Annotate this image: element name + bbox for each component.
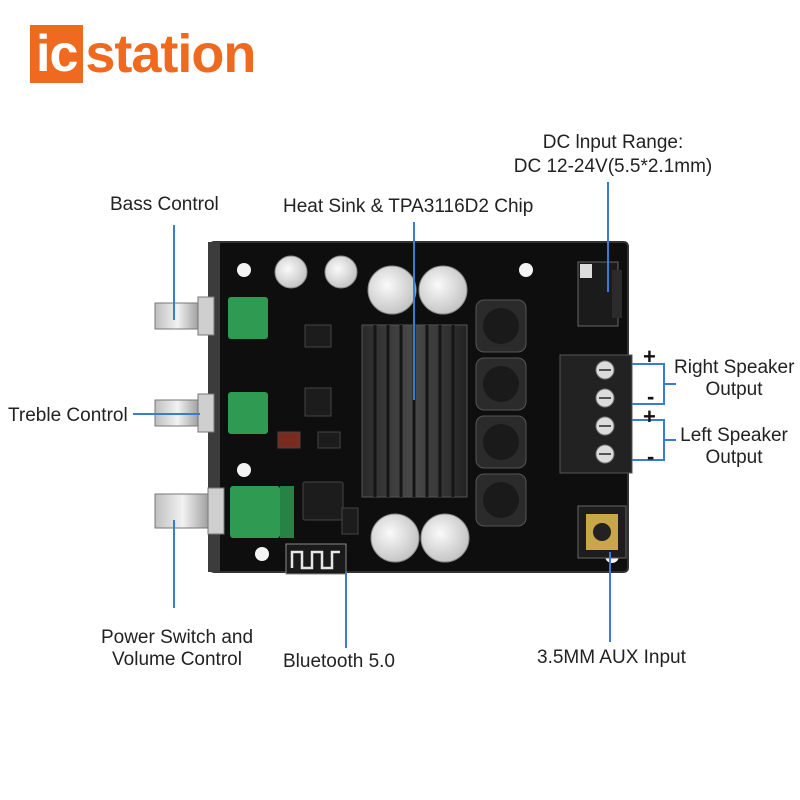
- power-line1: Power Switch and: [100, 627, 254, 648]
- bass-control-label: Bass Control: [110, 194, 219, 215]
- right-plus-sign: +: [643, 344, 656, 369]
- large-capacitors: [367, 265, 470, 563]
- inductors: [475, 299, 527, 527]
- right-minus-sign: -: [647, 384, 655, 409]
- small-components: [277, 324, 359, 535]
- logo-box: ic: [30, 25, 84, 83]
- knob-bass: [154, 296, 215, 336]
- logo-text: station: [85, 24, 256, 84]
- aux-input-label: 3.5MM AUX Input: [537, 647, 686, 668]
- pot-bass: [228, 297, 268, 339]
- right-speaker-label: Right Speaker Output: [674, 357, 794, 401]
- dc-input-label: DC lnput Range: DC 12-24V(5.5*2.1mm): [488, 132, 738, 178]
- small-capacitors: [274, 255, 358, 289]
- dc-input-line1: DC lnput Range:: [542, 132, 684, 153]
- power-line2: Volume Control: [112, 649, 242, 670]
- aux-jack: [577, 505, 627, 559]
- pot-treble: [228, 392, 268, 434]
- bluetooth-module: [285, 543, 347, 575]
- speaker-terminal: [559, 354, 633, 474]
- right-speaker-line2: Output: [705, 379, 763, 400]
- left-plus-sign: +: [643, 404, 656, 429]
- treble-control-label: Treble Control: [8, 405, 128, 426]
- heat-sink-label: Heat Sink & TPA3116D2 Chip: [283, 196, 534, 217]
- pot-volume: [230, 486, 294, 538]
- left-speaker-line1: Left Speaker: [680, 425, 788, 446]
- bluetooth-label: Bluetooth 5.0: [283, 651, 395, 672]
- power-volume-label: Power Switch and Volume Control: [82, 627, 272, 671]
- left-speaker-line2: Output: [705, 447, 763, 468]
- icstation-logo: ic station: [30, 24, 256, 84]
- right-speaker-line1: Right Speaker: [674, 357, 795, 378]
- left-speaker-label: Left Speaker Output: [678, 425, 790, 469]
- left-minus-sign: -: [647, 444, 655, 469]
- dc-input-line2: DC 12-24V(5.5*2.1mm): [513, 156, 713, 177]
- knob-volume: [154, 487, 225, 535]
- dc-jack: [577, 261, 622, 327]
- callout-lines: [133, 182, 676, 648]
